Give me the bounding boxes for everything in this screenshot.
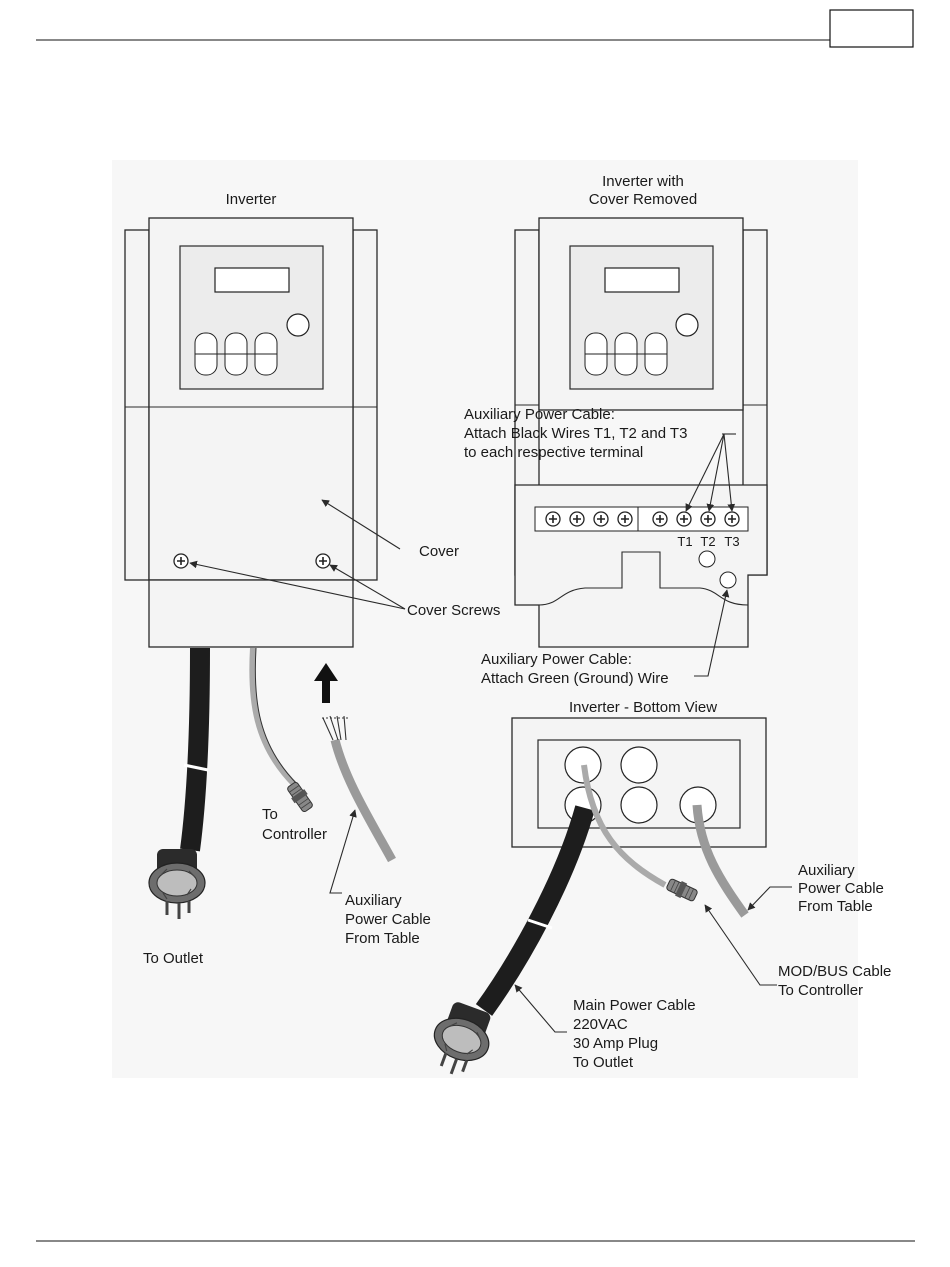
label-main-power-3: 30 Amp Plug bbox=[573, 1035, 658, 1052]
label-aux-black-3: to each respective terminal bbox=[464, 444, 643, 461]
label-aux-black-1: Auxiliary Power Cable: bbox=[464, 406, 615, 423]
lcd-display bbox=[214, 267, 290, 293]
cover-leader bbox=[321, 499, 401, 550]
label-main-power-2: 220VAC bbox=[573, 1016, 628, 1033]
title-cover-removed-1: Inverter with bbox=[602, 173, 684, 190]
label-aux-left-2: Power Cable bbox=[345, 911, 431, 928]
terminal-t3-icon bbox=[724, 511, 740, 527]
label-aux-green-1: Auxiliary Power Cable: bbox=[481, 651, 632, 668]
label-main-power-1: Main Power Cable bbox=[573, 997, 696, 1014]
ground-terminal-icon bbox=[719, 571, 737, 589]
label-modbus-1: MOD/BUS Cable bbox=[778, 963, 891, 980]
cover-screw-right-icon bbox=[315, 553, 331, 569]
label-cover: Cover bbox=[419, 543, 459, 560]
label-main-power-4: To Outlet bbox=[573, 1054, 634, 1071]
label-cover-screws: Cover Screws bbox=[407, 602, 500, 619]
label-aux-right-3: From Table bbox=[798, 898, 873, 915]
label-t3: T3 bbox=[724, 534, 739, 549]
label-aux-green-2: Attach Green (Ground) Wire bbox=[481, 670, 669, 687]
aux-left-leader bbox=[329, 809, 357, 894]
title-inverter: Inverter bbox=[226, 191, 277, 208]
label-aux-left-3: From Table bbox=[345, 930, 420, 947]
label-to-controller-1: To bbox=[262, 806, 278, 823]
label-to-outlet: To Outlet bbox=[143, 950, 204, 967]
ground-leader bbox=[694, 589, 730, 677]
label-aux-right-2: Power Cable bbox=[798, 880, 884, 897]
main-power-leader bbox=[514, 984, 567, 1033]
modbus-leader bbox=[704, 904, 777, 986]
page-number-box bbox=[829, 9, 914, 48]
label-aux-right-1: Auxiliary bbox=[798, 862, 855, 879]
inverter-front-view bbox=[124, 217, 378, 648]
t1-leader bbox=[685, 433, 725, 512]
label-aux-black-2: Attach Black Wires T1, T2 and T3 bbox=[464, 425, 687, 442]
left-cables bbox=[147, 647, 396, 921]
label-t2: T2 bbox=[700, 534, 715, 549]
inverter-bottom-view bbox=[421, 717, 767, 1085]
t2-leader bbox=[706, 433, 725, 512]
cover-screw-left-icon bbox=[173, 553, 189, 569]
cover-screws-leader-a bbox=[189, 560, 406, 610]
label-t1: T1 bbox=[677, 534, 692, 549]
cover-screws-leader-b bbox=[329, 564, 406, 610]
aux-right-leader bbox=[747, 886, 792, 911]
terminal-t1-icon bbox=[676, 511, 692, 527]
insert-arrow-icon bbox=[314, 663, 338, 703]
title-bottom-view: Inverter - Bottom View bbox=[569, 699, 717, 716]
label-modbus-2: To Controller bbox=[778, 982, 863, 999]
terminal-t2-icon bbox=[700, 511, 716, 527]
label-aux-left-1: Auxiliary bbox=[345, 892, 402, 909]
t3-leader bbox=[723, 433, 736, 512]
knob bbox=[286, 313, 310, 337]
title-cover-removed-2: Cover Removed bbox=[589, 191, 697, 208]
inverter-cover-removed-view bbox=[514, 217, 768, 648]
label-to-controller-2: Controller bbox=[262, 826, 327, 843]
